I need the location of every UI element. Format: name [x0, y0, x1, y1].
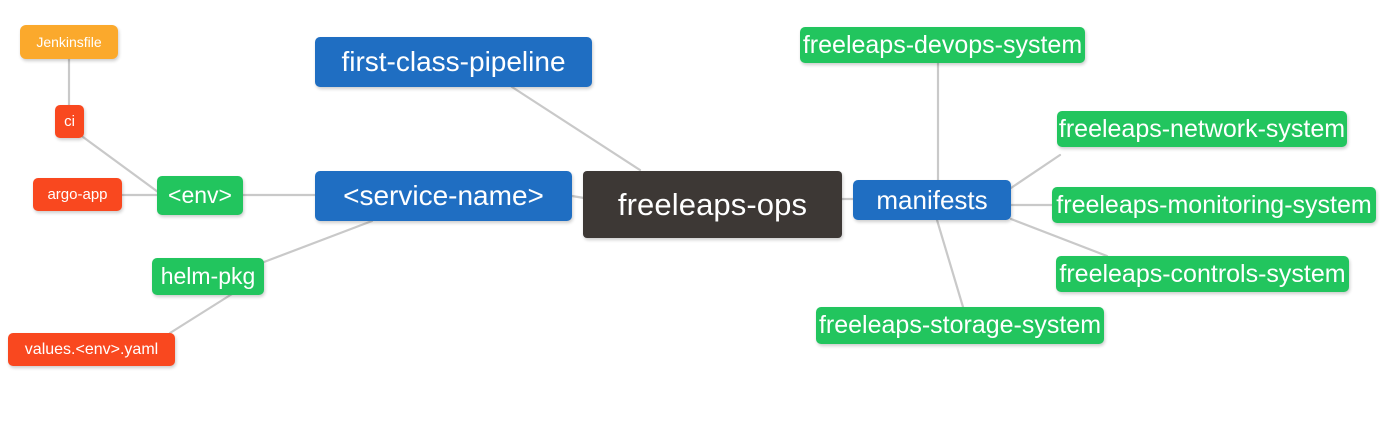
node-root-label: freeleaps-ops: [617, 187, 808, 222]
node-helm-pkg[interactable]: helm-pkg: [152, 258, 264, 295]
edge-firstclasspipeline-root: [510, 85, 642, 172]
node-ci[interactable]: ci: [55, 105, 84, 138]
node-env-label: <env>: [168, 182, 232, 208]
node-controls-system-label: freeleaps-controls-system: [1059, 259, 1346, 288]
node-network-system-label: freeleaps-network-system: [1058, 114, 1346, 143]
node-monitoring-system-label: freeleaps-monitoring-system: [1056, 190, 1372, 219]
node-first-class-pipeline-label: first-class-pipeline: [341, 46, 566, 77]
node-helm-pkg-label: helm-pkg: [160, 263, 256, 289]
node-manifests-label: manifests: [876, 185, 988, 215]
node-jenkinsfile-label: Jenkinsfile: [36, 34, 102, 50]
node-env[interactable]: <env>: [157, 176, 243, 215]
edge-valuesyaml-helmpkg: [168, 292, 234, 335]
node-first-class-pipeline[interactable]: first-class-pipeline: [315, 37, 592, 87]
node-storage-system-label: freeleaps-storage-system: [818, 311, 1102, 339]
node-manifests[interactable]: manifests: [853, 180, 1011, 220]
node-service-name[interactable]: <service-name>: [315, 171, 572, 221]
edge-helmpkg-servicename: [262, 219, 374, 264]
node-network-system[interactable]: freeleaps-network-system: [1057, 111, 1347, 147]
edge-manifests-controlssystem: [1009, 217, 1109, 258]
node-storage-system[interactable]: freeleaps-storage-system: [816, 307, 1104, 344]
node-devops-system-label: freeleaps-devops-system: [802, 30, 1083, 59]
node-ci-label: ci: [64, 113, 75, 130]
node-argo-app[interactable]: argo-app: [33, 178, 122, 211]
node-values-yaml[interactable]: values.<env>.yaml: [8, 333, 175, 366]
node-values-yaml-label: values.<env>.yaml: [24, 340, 159, 358]
node-monitoring-system[interactable]: freeleaps-monitoring-system: [1052, 187, 1376, 223]
node-devops-system[interactable]: freeleaps-devops-system: [800, 27, 1085, 63]
node-service-name-label: <service-name>: [343, 180, 544, 211]
edge-manifests-networksystem: [1009, 153, 1062, 190]
node-jenkinsfile[interactable]: Jenkinsfile: [20, 25, 118, 59]
edge-manifests-storagesystem: [935, 218, 965, 309]
node-controls-system[interactable]: freeleaps-controls-system: [1056, 256, 1349, 292]
node-root-freeleaps-ops[interactable]: freeleaps-ops: [583, 171, 842, 238]
node-argo-app-label: argo-app: [47, 186, 108, 203]
